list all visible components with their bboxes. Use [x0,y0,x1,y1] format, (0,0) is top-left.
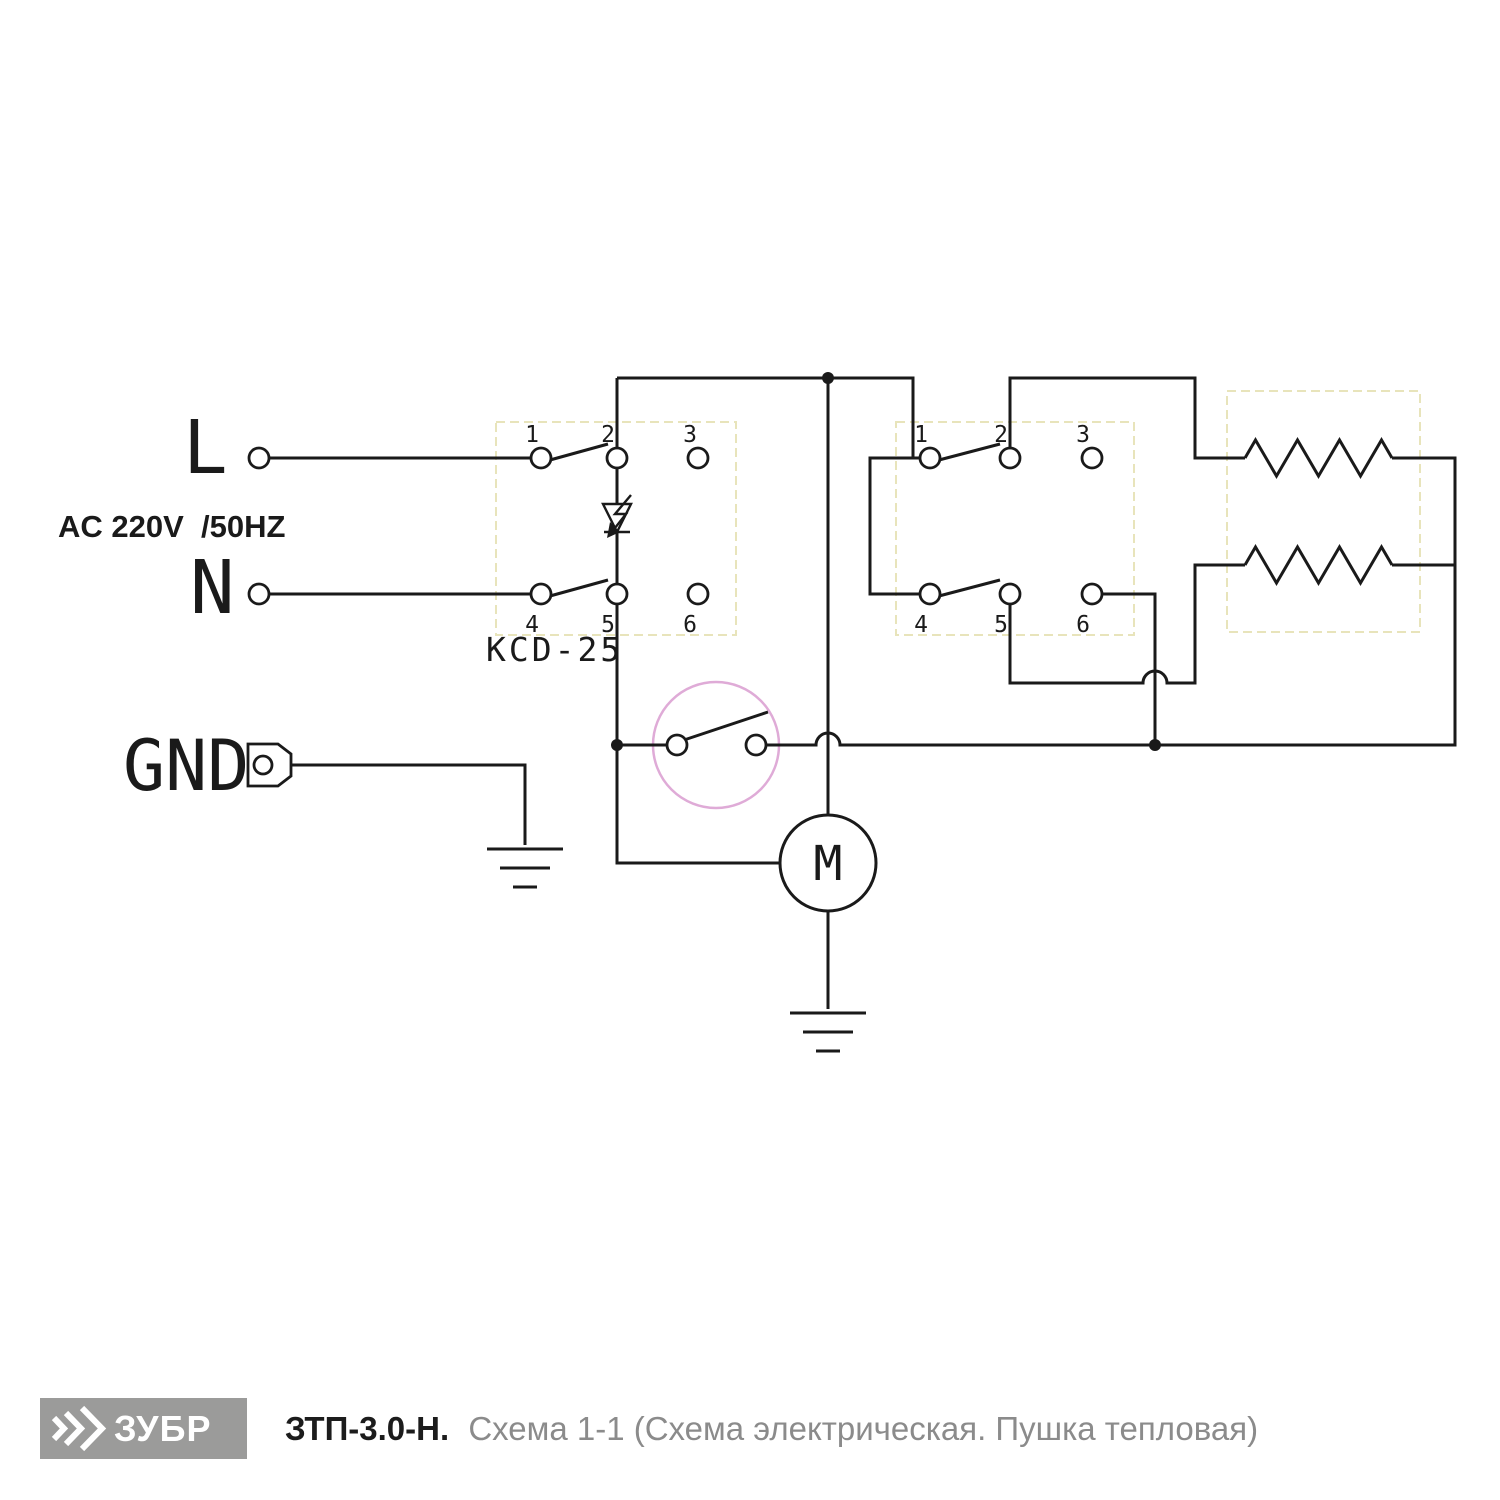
wire-bottom-bus-with-hop [766,456,1457,747]
aux-switch-arm-top [938,442,1001,462]
heater-outline-box [1226,390,1421,633]
terminal-aux-1 [918,446,942,470]
terminal-line [247,446,271,470]
wire-ground-lead [290,763,527,845]
terminal-kcd-4 [529,582,553,606]
wire-motor-left-branch [615,745,780,865]
terminal-aux-6 [1080,582,1104,606]
motor-ground-symbol [790,1011,866,1053]
thermal-contact-left [665,733,689,757]
wire-aux-t6-down [1102,592,1157,745]
lightning-bolt-icon [610,494,632,534]
earth-ground-symbol [487,847,563,889]
heater-element-1 [1243,437,1394,479]
aux-terminal-label-4: 4 [914,612,928,638]
terminal-aux-2 [998,446,1022,470]
aux-terminal-label-3: 3 [1076,422,1090,448]
aux-switch-arm-bottom [938,578,1001,598]
label-ground: GND [123,725,249,807]
kcd-switch-arm-top [549,442,609,462]
zubr-logo-text: ЗУБР [114,1408,211,1449]
aux-terminal-label-2: 2 [994,422,1008,448]
terminal-aux-4 [918,582,942,606]
terminal-kcd-1 [529,446,553,470]
footer-model: ЗТП-3.0-Н. [285,1409,450,1447]
kcd-terminal-label-1: 1 [525,422,539,448]
kcd-terminal-label-2: 2 [601,422,615,448]
terminal-aux-3 [1080,446,1104,470]
junction-bottom-left [611,739,623,751]
kcd-terminal-label-5: 5 [601,612,615,638]
indicator-lamp-icon [601,502,633,535]
label-neutral: N [190,545,235,631]
terminal-kcd-5 [605,582,629,606]
zubr-logo-background [40,1398,247,1459]
terminal-aux-5 [998,582,1022,606]
motor-symbol [778,813,878,913]
junction-bottom-right [1149,739,1161,751]
label-kcd-model: KCD-25 [486,630,623,669]
thermal-contact-right [744,733,768,757]
aux-terminal-label-1: 1 [914,422,928,448]
label-line: L [183,405,228,491]
kcd-terminal-label-4: 4 [525,612,539,638]
terminal-neutral [247,582,271,606]
terminal-kcd-6 [686,582,710,606]
junction-top-bus [822,372,834,384]
wire-aux-t2-to-heater1 [1008,376,1245,460]
ground-terminal-hole [252,754,274,776]
footer-caption: Схема 1-1 (Схема электрическая. Пушка те… [468,1409,1259,1447]
kcd-terminal-label-6: 6 [683,612,697,638]
aux-switch-outline-box [895,421,1135,636]
zubr-logo: ЗУБР [40,1398,247,1459]
chevron-medium [63,1410,86,1447]
wire-aux-t5-to-heater2-with-hop [1008,563,1245,685]
terminal-kcd-3 [686,446,710,470]
terminal-kcd-2 [605,446,629,470]
kcd-terminal-label-3: 3 [683,422,697,448]
aux-terminal-label-6: 6 [1076,612,1090,638]
wire-aux-left-bus [868,456,920,596]
wire-top-bus-left [617,376,915,458]
footer: ЗУБР ЗТП-3.0-Н. Схема 1-1 (Схема электри… [40,1398,1258,1459]
kcd-switch-arm-bottom [549,578,609,598]
triple-chevron-icon [51,1405,107,1452]
chevron-small [51,1415,69,1442]
motor-label: M [814,836,843,892]
aux-terminal-label-5: 5 [994,612,1008,638]
heater-element-2 [1243,544,1394,586]
chevron-large [79,1405,107,1452]
lightning-bolt-head [607,522,620,538]
thermal-switch-arm [683,710,769,742]
label-supply-rating: AC 220V /50HZ [58,509,285,544]
footer-caption-wrap: ЗТП-3.0-Н. Схема 1-1 (Схема электрическа… [285,1410,1258,1448]
